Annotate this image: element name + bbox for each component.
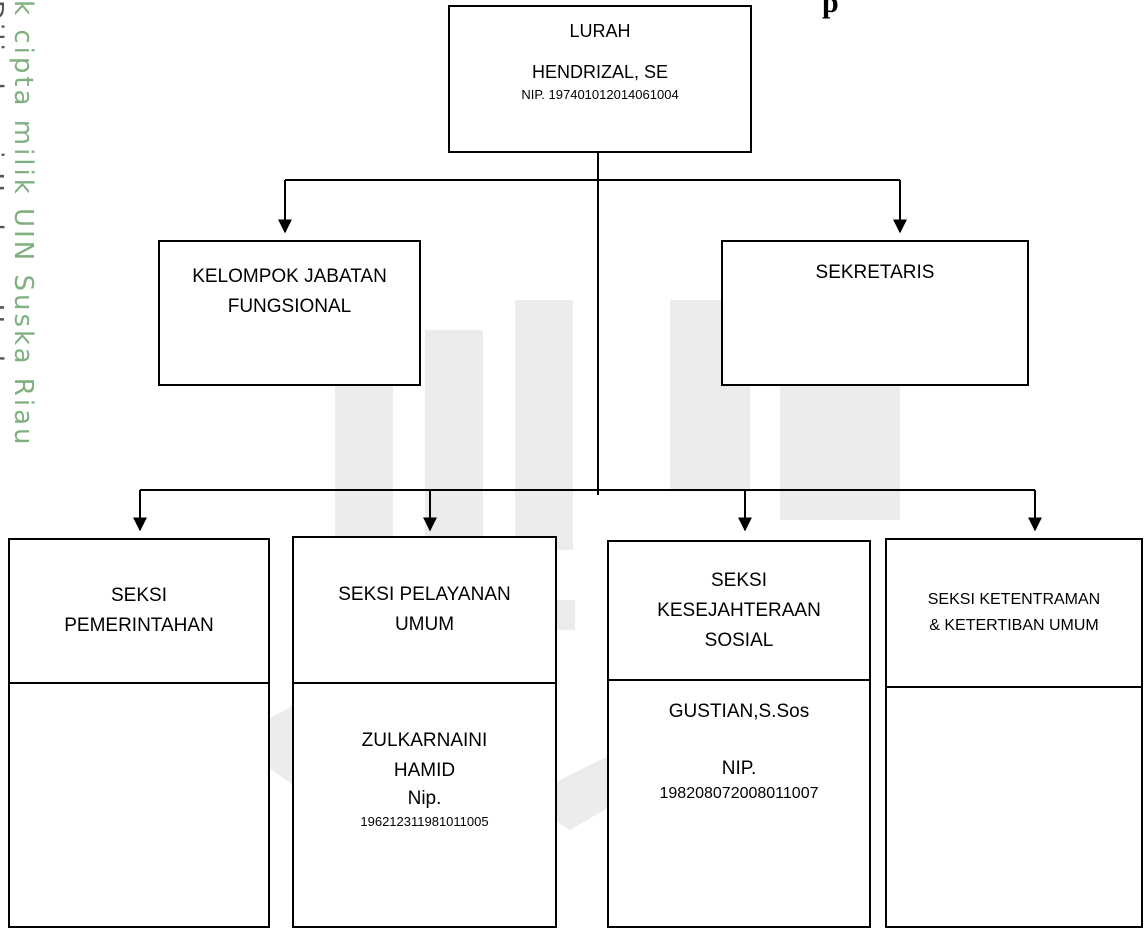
lurah-nip: NIP. 197401012014061004 [521, 87, 679, 102]
pelayanan-nip-label: Nip. [407, 788, 442, 809]
seksi-pelayanan-title-2: UMUM [394, 614, 455, 635]
edge-protection-dark: Dilindungi Undang-Undang [0, 0, 8, 423]
seksi-kesejahteraan-body: GUSTIAN,S.Sos NIP. 198208072008011007 [609, 681, 869, 926]
page-title-fragment: p [822, 0, 839, 19]
lurah-position: LURAH [569, 21, 631, 41]
pelayanan-official-name-1: ZULKARNAINI [361, 730, 488, 751]
seksi-pelayanan-title-1: SEKSI PELAYANAN [338, 584, 511, 605]
kelompok-line2: FUNGSIONAL [227, 296, 352, 317]
kesejahteraan-nip-value: 198208072008011007 [659, 785, 819, 802]
seksi-pelayanan-body: ZULKARNAINI HAMID Nip. 19621231198101100… [294, 684, 555, 926]
lurah-box: LURAH HENDRIZAL, SE NIP. 197401012014061… [448, 5, 752, 153]
edge-protection-text: Dilindungi Undang-Undang [0, 0, 8, 423]
edge-copyright-text: k cipta milik UIN Suska Riau [8, 0, 38, 448]
seksi-pelayanan-header: SEKSI PELAYANAN UMUM [294, 538, 555, 684]
seksi-kesejahteraan-title-3: SOSIAL [704, 629, 774, 651]
pelayanan-official-name-2: HAMID [393, 760, 456, 781]
seksi-kesejahteraan-title-2: KESEJAHTERAAN [657, 599, 821, 621]
seksi-kesejahteraan-sosial-box: SEKSI KESEJAHTERAAN SOSIAL GUSTIAN,S.Sos… [607, 540, 871, 928]
pelayanan-nip-value: 196212311981011005 [360, 814, 489, 829]
kelompok-line1: KELOMPOK JABATAN [192, 266, 387, 287]
seksi-pemerintahan-title-2: PEMERINTAHAN [64, 615, 214, 636]
seksi-kesejahteraan-header: SEKSI KESEJAHTERAAN SOSIAL [609, 542, 869, 681]
kesejahteraan-official-name: GUSTIAN,S.Sos [668, 701, 810, 722]
sekretaris-box: SEKRETARIS [721, 240, 1029, 386]
kelompok-jabatan-fungsional-box: KELOMPOK JABATAN FUNGSIONAL [158, 240, 421, 386]
seksi-ketentraman-box: SEKSI KETENTRAMAN & KETERTIBAN UMUM [885, 538, 1143, 928]
seksi-pelayanan-umum-box: SEKSI PELAYANAN UMUM ZULKARNAINI HAMID N… [292, 536, 557, 928]
seksi-kesejahteraan-title-1: SEKSI [711, 569, 767, 591]
seksi-pemerintahan-title-1: SEKSI [111, 585, 167, 606]
seksi-ketentraman-header: SEKSI KETENTRAMAN & KETERTIBAN UMUM [887, 540, 1141, 688]
edge-copyright-green: k cipta milik UIN Suska Riau [8, 0, 38, 448]
seksi-pemerintahan-header: SEKSI PEMERINTAHAN [10, 540, 268, 684]
seksi-ketentraman-title-2: & KETERTIBAN UMUM [929, 617, 1099, 634]
seksi-pemerintahan-box: SEKSI PEMERINTAHAN [8, 538, 270, 928]
seksi-ketentraman-title-1: SEKSI KETENTRAMAN [927, 591, 1101, 608]
kesejahteraan-nip-label: NIP. [721, 758, 757, 779]
sekretaris-label: SEKRETARIS [815, 262, 935, 283]
lurah-name: HENDRIZAL, SE [531, 62, 669, 82]
